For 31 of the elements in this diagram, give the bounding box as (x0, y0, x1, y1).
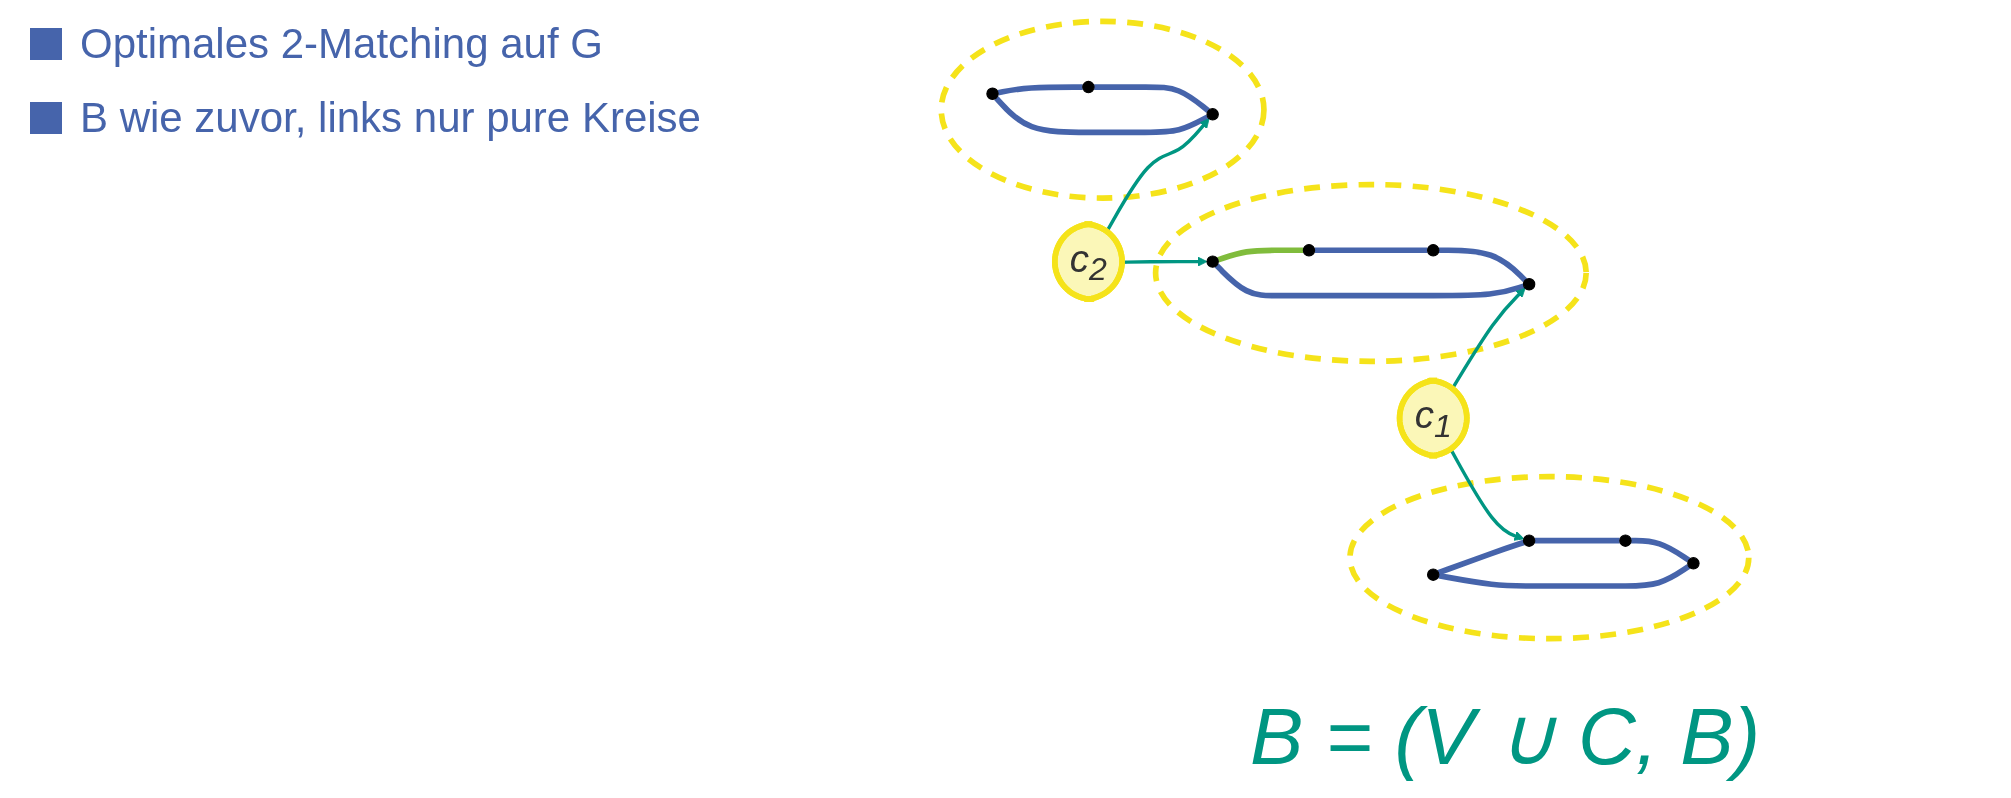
connector (1534, 537, 1620, 544)
cluster (1347, 473, 1752, 642)
cluster (938, 18, 1267, 201)
cluster (1152, 181, 1589, 365)
connector (1214, 263, 1525, 299)
node-circle (1522, 278, 1536, 291)
node-circle (1206, 255, 1219, 268)
formula-label: B = (V ∪ C, B) (1250, 691, 1761, 783)
connector (1217, 247, 1304, 263)
connector (1094, 84, 1210, 113)
connector (1438, 564, 1691, 589)
arrow (1449, 448, 1525, 541)
connector (997, 84, 1083, 96)
node-circle (1206, 108, 1219, 121)
connector (1631, 537, 1691, 563)
legend-text: Optimales 2-Matching auf G (80, 20, 603, 68)
connector (1314, 247, 1428, 254)
node-circle (1522, 534, 1536, 547)
node-circle (1426, 568, 1440, 581)
node-circle (1426, 244, 1440, 257)
legend-text: B wie zuvor, links nur pure Kreise (80, 94, 701, 142)
node-circle (1687, 557, 1700, 570)
connector (1437, 539, 1525, 576)
node-circle (1082, 80, 1095, 94)
node-circle (1619, 534, 1632, 547)
connector (994, 96, 1209, 136)
arrow (1122, 256, 1208, 267)
connector (1438, 247, 1528, 283)
node-circle (986, 87, 999, 100)
node-circle (1302, 244, 1316, 257)
arrow (1105, 118, 1210, 233)
